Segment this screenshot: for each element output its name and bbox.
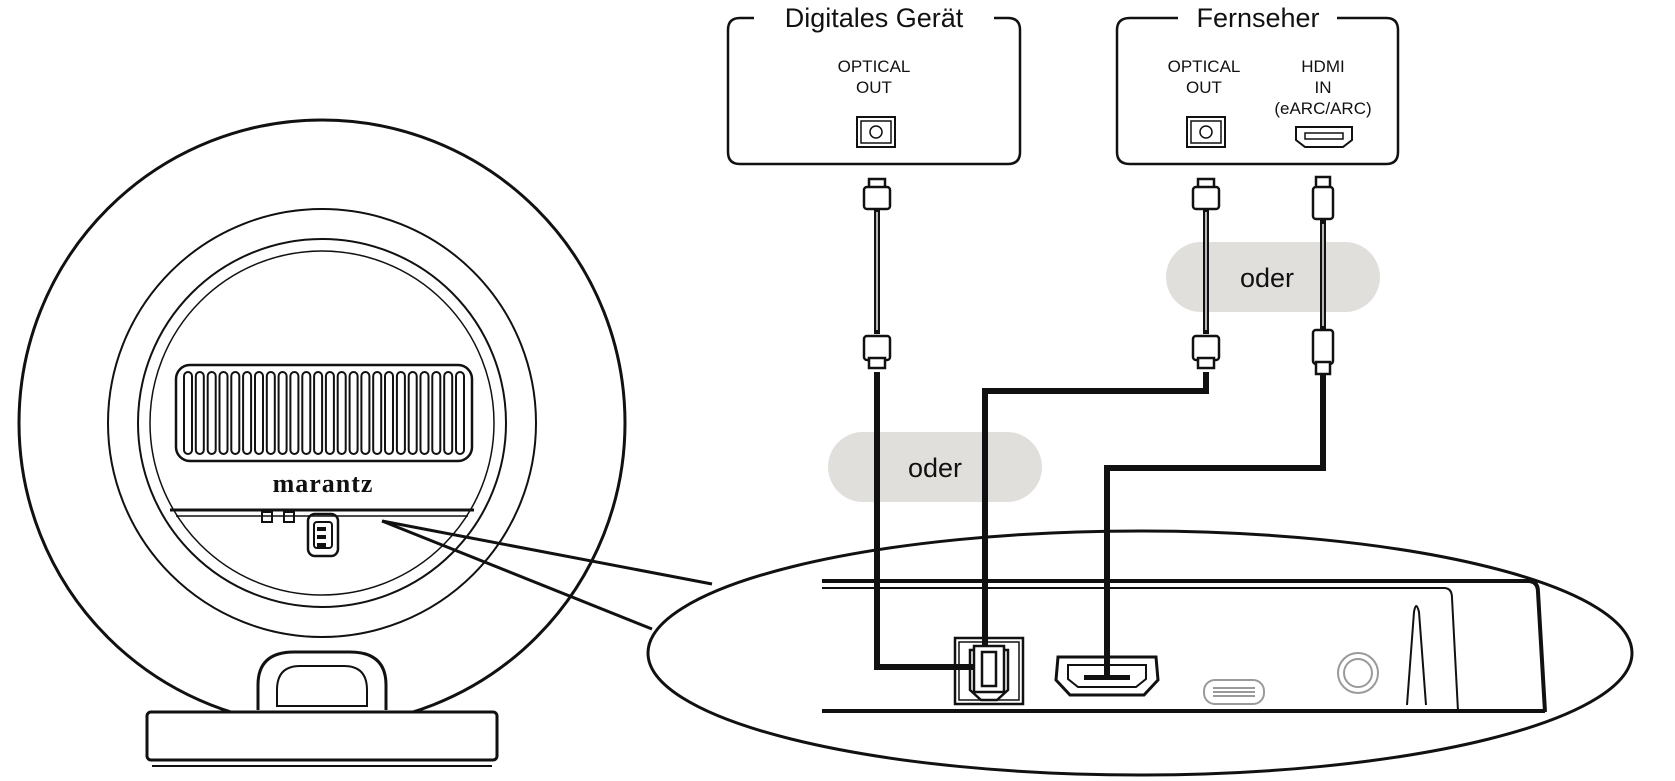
optical-plug-inserted — [972, 644, 1006, 694]
grille-slot — [407, 371, 418, 455]
grille-slot — [277, 371, 288, 455]
digital-device-optical-label-line2: OUT — [856, 78, 892, 97]
speaker-rear-ring — [107, 208, 537, 638]
speaker-grille — [174, 363, 474, 463]
speaker-small-port — [283, 511, 295, 523]
grille-slot — [360, 371, 371, 455]
optical-cable-digital-lower — [874, 372, 978, 670]
speaker-stand-neck-outline — [276, 665, 368, 707]
grille-slot — [313, 371, 324, 455]
hdmi-cable-lower — [1104, 375, 1326, 680]
speaker — [17, 118, 627, 767]
tv-optical-label-line2: OUT — [1186, 78, 1222, 97]
tv-hdmi-label-line2: IN — [1315, 78, 1332, 97]
hdmi-plug-icon — [1311, 175, 1335, 221]
power-inlet-icon — [306, 512, 340, 558]
grille-slot — [395, 371, 406, 455]
grille-slots — [183, 371, 465, 455]
optical-plug-icon — [1191, 334, 1221, 370]
grille-slot — [419, 371, 430, 455]
optical-plug-icon — [862, 334, 892, 370]
grille-slot — [301, 371, 312, 455]
optical-plug-icon — [862, 177, 892, 211]
tv-hdmi-port — [1295, 126, 1353, 148]
digital-device-optical-label-line1: OPTICAL — [838, 57, 911, 76]
grille-slot — [455, 371, 465, 455]
speaker-stand-neck — [256, 650, 388, 710]
magnifier-ellipse — [646, 529, 1634, 777]
panel-housing — [822, 579, 1547, 713]
grille-slot — [218, 371, 229, 455]
grille-slot — [348, 371, 359, 455]
grille-slot — [384, 371, 394, 455]
tv-title: Fernseher — [1196, 3, 1319, 33]
speaker-rear-panel — [137, 238, 507, 608]
grille-slot — [194, 371, 205, 455]
digital-device-box — [726, 16, 1022, 166]
hdmi-plug-icon — [1311, 328, 1335, 376]
tv-optical-label-line1: OPTICAL — [1168, 57, 1241, 76]
or-pill-lower — [828, 432, 1042, 502]
or-label-lower: oder — [908, 453, 962, 483]
or-pill-upper — [1166, 242, 1380, 312]
optical-cable-tv-lower — [982, 372, 1209, 660]
grille-slot — [324, 371, 335, 455]
tv-box — [1115, 16, 1400, 166]
digital-device-optical-port — [856, 116, 896, 148]
optical-port-on-speaker — [953, 636, 1025, 706]
grille-slot — [265, 371, 276, 455]
optical-plug-icon — [1191, 177, 1221, 211]
speaker-rear-inner — [149, 250, 495, 596]
grille-slot — [206, 371, 217, 455]
speaker-stand-base — [145, 710, 499, 762]
round-jack-icon — [1337, 652, 1379, 694]
grille-slot — [336, 371, 347, 455]
grille-slot — [443, 371, 454, 455]
grille-slot — [431, 371, 442, 455]
brand-logo: marantz — [273, 469, 374, 498]
usb-c-port-icon — [1203, 679, 1265, 705]
grille-slot — [289, 371, 300, 455]
tv-hdmi-label-line3: (eARC/ARC) — [1274, 99, 1371, 118]
grille-slot — [242, 371, 253, 455]
callout-lines — [381, 519, 713, 631]
or-label-upper: oder — [1240, 263, 1294, 293]
speaker-small-port — [261, 511, 273, 523]
grille-slot — [230, 371, 241, 455]
tv-hdmi-label-line1: HDMI — [1301, 57, 1344, 76]
grille-slot — [372, 371, 383, 455]
panel-housing-ridge — [1406, 605, 1427, 706]
grille-slot — [183, 371, 193, 455]
digital-device-title: Digitales Gerät — [785, 3, 964, 33]
cable-cores — [876, 212, 1324, 330]
panel-housing-edge — [1443, 587, 1459, 712]
magnified-connector-panel — [646, 529, 1634, 777]
tv-optical-port — [1186, 116, 1226, 148]
grille-slot — [254, 371, 264, 455]
